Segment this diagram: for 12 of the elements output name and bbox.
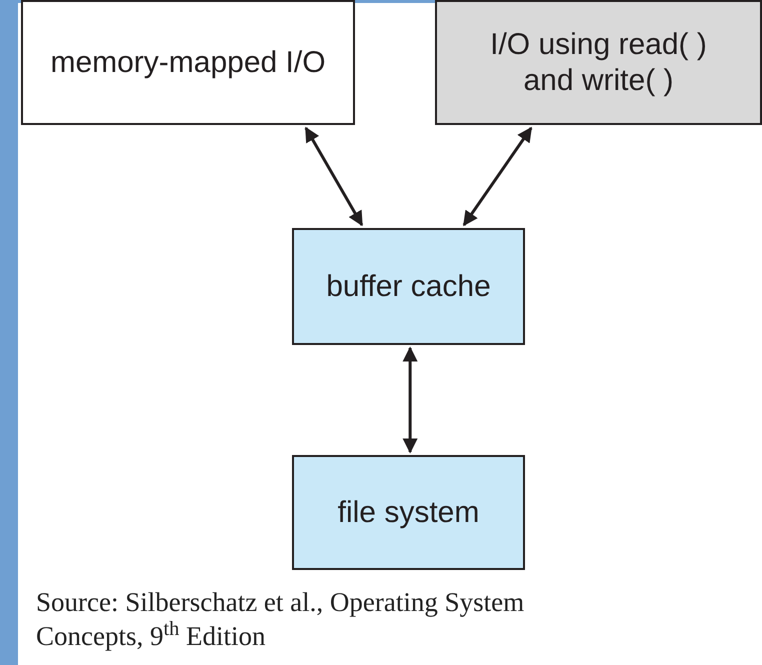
process-box — [292, 455, 525, 570]
process-box — [292, 228, 525, 345]
double-arrow — [402, 346, 418, 454]
double-arrow — [304, 126, 364, 226]
source-caption: Source: Silberschatz et al., Operating System Concepts, 9$^{th}$ Edition — [36, 586, 526, 653]
process-box — [21, 0, 355, 125]
box-label: I/O using read( ) and write( ) — [489, 26, 708, 98]
box-label: buffer cache — [325, 268, 492, 304]
process-box — [435, 0, 762, 125]
box-label: file system — [336, 494, 480, 530]
box-label: memory-mapped I/O — [49, 44, 327, 80]
double-arrow — [462, 126, 532, 226]
